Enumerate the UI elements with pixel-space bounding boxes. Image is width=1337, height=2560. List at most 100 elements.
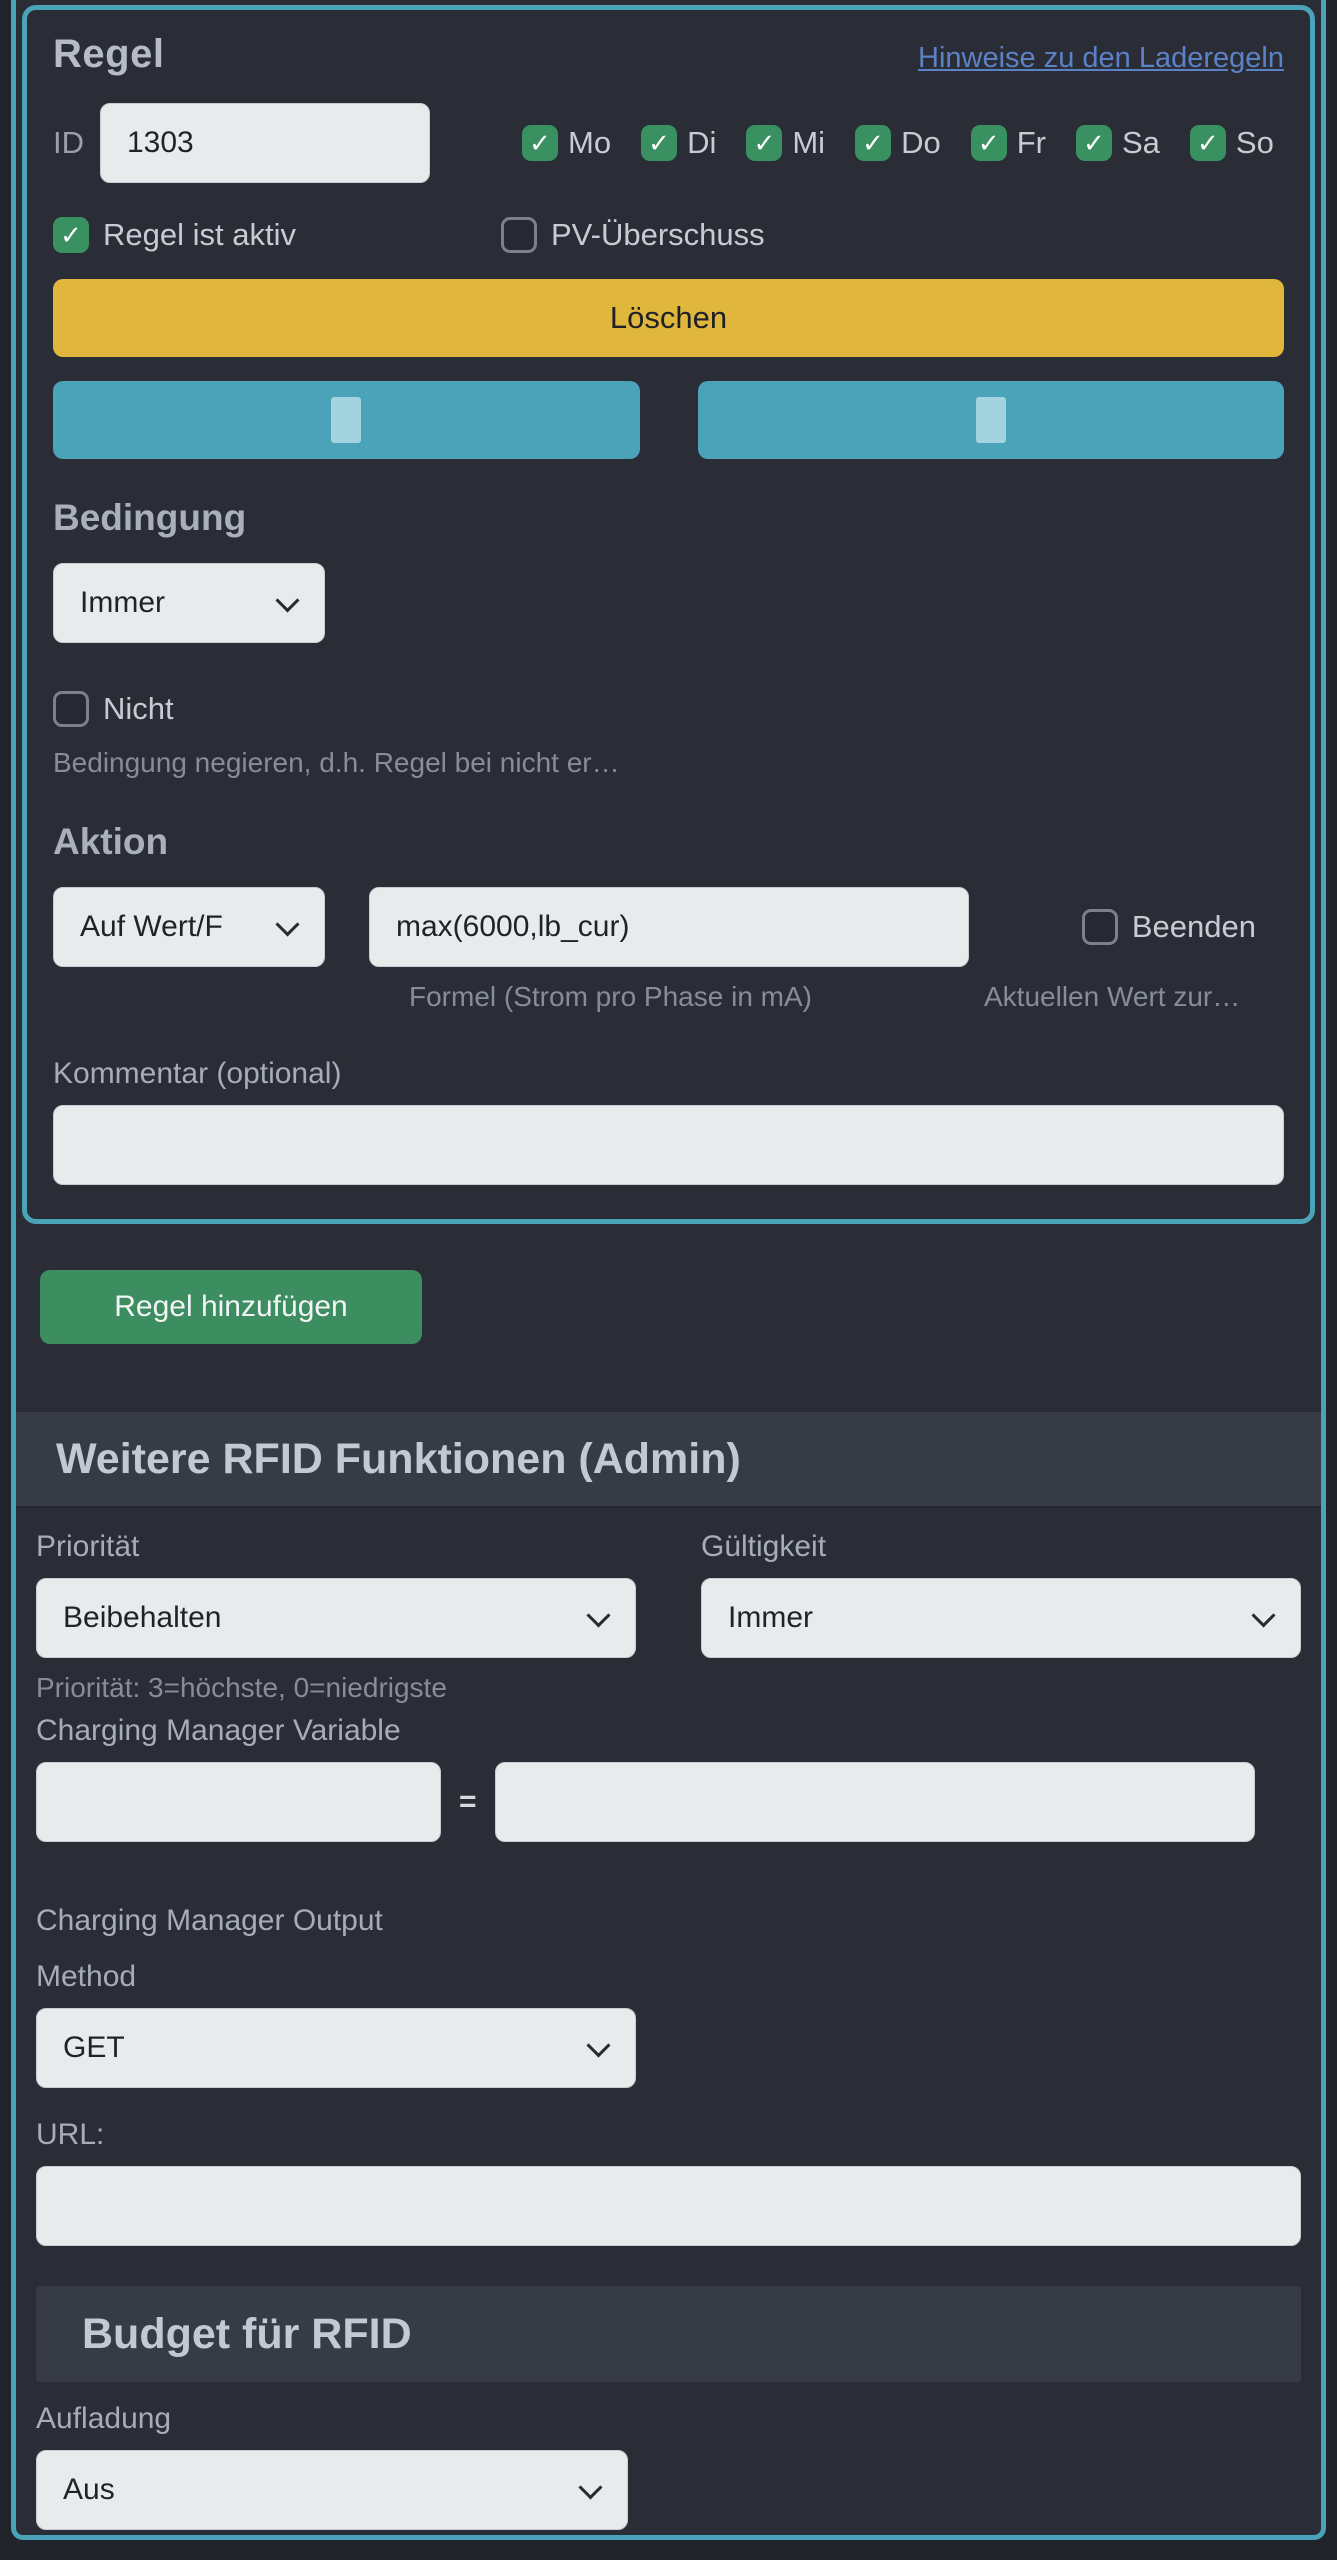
equals-sign: = xyxy=(459,1785,477,1818)
delete-rule-button[interactable]: Löschen xyxy=(53,279,1284,357)
action-type-select-value: Auf Wert/F xyxy=(80,910,223,943)
rule-id-input[interactable] xyxy=(100,103,430,183)
formula-help-text: Formel (Strom pro Phase in mA) xyxy=(409,981,812,1012)
url-label: URL: xyxy=(36,2118,105,2151)
weekday-label: Fr xyxy=(1016,125,1046,160)
weekday-checkboxes: ✓ Mo ✓ Di ✓ Mi ✓ Do ✓ Fr xyxy=(522,125,1274,161)
weekday-saturday[interactable]: ✓ Sa xyxy=(1075,125,1160,161)
pv-surplus-checkbox[interactable]: PV-Überschuss xyxy=(501,217,765,253)
cm-variable-label: Charging Manager Variable xyxy=(36,1714,401,1747)
charging-rules-hint-link[interactable]: Hinweise zu den Laderegeln xyxy=(918,42,1284,74)
check-icon: ✓ xyxy=(648,128,670,158)
add-rule-button[interactable]: Regel hinzufügen xyxy=(40,1270,422,1344)
check-icon: ✓ xyxy=(753,128,776,158)
weekday-wednesday[interactable]: ✓ Mi xyxy=(746,125,825,161)
priority-select-value: Beibehalten xyxy=(63,1601,222,1634)
check-icon: ✓ xyxy=(60,220,82,250)
priority-validity-row: Priorität Beibehalten Gültigkeit Immer xyxy=(36,1530,1301,1658)
rule-action-button-right[interactable] xyxy=(697,381,1284,459)
validity-column: Gültigkeit Immer xyxy=(701,1530,1301,1658)
weekday-label: Mo xyxy=(568,125,612,160)
admin-section-content: Priorität Beibehalten Gültigkeit Immer P… xyxy=(22,1508,1315,2530)
chevron-down-icon xyxy=(275,912,300,937)
rule-card-header: Regel Hinweise zu den Laderegeln xyxy=(53,32,1284,77)
checkbox-checked-icon[interactable]: ✓ xyxy=(641,125,678,161)
condition-select-value: Immer xyxy=(80,586,165,619)
rule-action-button-left[interactable] xyxy=(53,381,640,459)
end-help-text: Aktuellen Wert zur… xyxy=(984,981,1241,1012)
admin-section-header: Weitere RFID Funktionen (Admin) xyxy=(16,1412,1321,1508)
id-label: ID xyxy=(53,125,84,160)
chevron-down-icon xyxy=(275,588,300,613)
action-heading: Aktion xyxy=(53,821,169,862)
cm-variable-name-input[interactable] xyxy=(36,1762,441,1842)
check-icon: ✓ xyxy=(1197,128,1219,158)
checkbox-checked-icon[interactable]: ✓ xyxy=(746,125,783,161)
weekday-label: Sa xyxy=(1121,125,1160,160)
rule-active-label: Regel ist aktiv xyxy=(103,217,296,252)
weekday-friday[interactable]: ✓ Fr xyxy=(970,125,1046,161)
condition-select[interactable]: Immer xyxy=(53,563,325,643)
recharge-select[interactable]: Aus xyxy=(36,2450,628,2530)
checkbox-checked-icon[interactable]: ✓ xyxy=(1189,125,1226,161)
checkbox-checked-icon[interactable]: ✓ xyxy=(1075,125,1112,161)
pv-surplus-label: PV-Überschuss xyxy=(551,217,765,252)
rule-title: Regel xyxy=(53,32,165,76)
missing-glyph-icon xyxy=(975,397,1006,443)
validity-select-value: Immer xyxy=(728,1601,813,1634)
checkbox-checked-icon[interactable]: ✓ xyxy=(855,125,892,161)
chevron-down-icon xyxy=(1251,1603,1276,1628)
checkbox-unchecked-icon[interactable] xyxy=(1081,909,1118,945)
method-select[interactable]: GET xyxy=(36,2008,636,2088)
negate-label: Nicht xyxy=(103,691,174,726)
priority-select[interactable]: Beibehalten xyxy=(36,1578,636,1658)
recharge-label: Aufladung xyxy=(36,2402,172,2435)
checkbox-checked-icon[interactable]: ✓ xyxy=(970,125,1007,161)
id-row: ID ✓ Mo ✓ Di ✓ Mi ✓ Do xyxy=(53,103,1284,183)
weekday-label: Do xyxy=(901,125,941,160)
action-row: Auf Wert/F Beenden xyxy=(53,887,1284,967)
checkbox-checked-icon[interactable]: ✓ xyxy=(53,217,89,253)
chevron-down-icon xyxy=(586,1603,611,1628)
rule-card: Regel Hinweise zu den Laderegeln ID ✓ Mo… xyxy=(22,5,1315,1224)
check-icon: ✓ xyxy=(977,128,1000,158)
formula-input[interactable] xyxy=(369,887,969,967)
negate-checkbox[interactable]: Nicht xyxy=(53,691,1284,727)
page-container: Regel Hinweise zu den Laderegeln ID ✓ Mo… xyxy=(11,0,1326,2540)
validity-select[interactable]: Immer xyxy=(701,1578,1301,1658)
missing-glyph-icon xyxy=(331,397,362,443)
weekday-monday[interactable]: ✓ Mo xyxy=(522,125,611,161)
check-icon: ✓ xyxy=(862,128,884,158)
cm-variable-value-input[interactable] xyxy=(494,1762,1255,1842)
weekday-tuesday[interactable]: ✓ Di xyxy=(641,125,716,161)
action-helpers: Formel (Strom pro Phase in mA) Aktuellen… xyxy=(53,981,1284,1013)
checkbox-unchecked-icon[interactable] xyxy=(501,217,537,253)
action-type-select[interactable]: Auf Wert/F xyxy=(53,887,325,967)
method-label: Method xyxy=(36,1960,137,1993)
cm-variable-row: = xyxy=(36,1762,1301,1842)
budget-section-header: Budget für RFID xyxy=(36,2286,1301,2382)
weekday-sunday[interactable]: ✓ So xyxy=(1189,125,1274,161)
recharge-select-value: Aus xyxy=(63,2473,115,2506)
weekday-label: Di xyxy=(687,125,717,160)
weekday-label: Mi xyxy=(792,125,826,160)
flags-row: ✓ Regel ist aktiv PV-Überschuss xyxy=(53,217,1284,253)
chevron-down-icon xyxy=(578,2475,603,2500)
weekday-label: So xyxy=(1235,125,1274,160)
check-icon: ✓ xyxy=(1083,128,1105,158)
negate-help-text: Bedingung negieren, d.h. Regel bei nicht… xyxy=(53,747,620,778)
checkbox-checked-icon[interactable]: ✓ xyxy=(522,125,558,161)
check-icon: ✓ xyxy=(529,128,551,158)
end-charging-label: Beenden xyxy=(1131,909,1256,944)
condition-heading: Bedingung xyxy=(53,497,247,538)
rule-active-checkbox[interactable]: ✓ Regel ist aktiv xyxy=(53,217,501,253)
comment-input[interactable] xyxy=(53,1105,1284,1185)
end-charging-checkbox[interactable]: Beenden xyxy=(1081,909,1256,945)
method-select-value: GET xyxy=(63,2031,125,2064)
priority-column: Priorität Beibehalten xyxy=(36,1530,636,1658)
chevron-down-icon xyxy=(586,2033,611,2058)
checkbox-unchecked-icon[interactable] xyxy=(53,691,89,727)
weekday-thursday[interactable]: ✓ Do xyxy=(855,125,941,161)
url-input[interactable] xyxy=(36,2166,1301,2246)
priority-label: Priorität xyxy=(36,1530,140,1563)
